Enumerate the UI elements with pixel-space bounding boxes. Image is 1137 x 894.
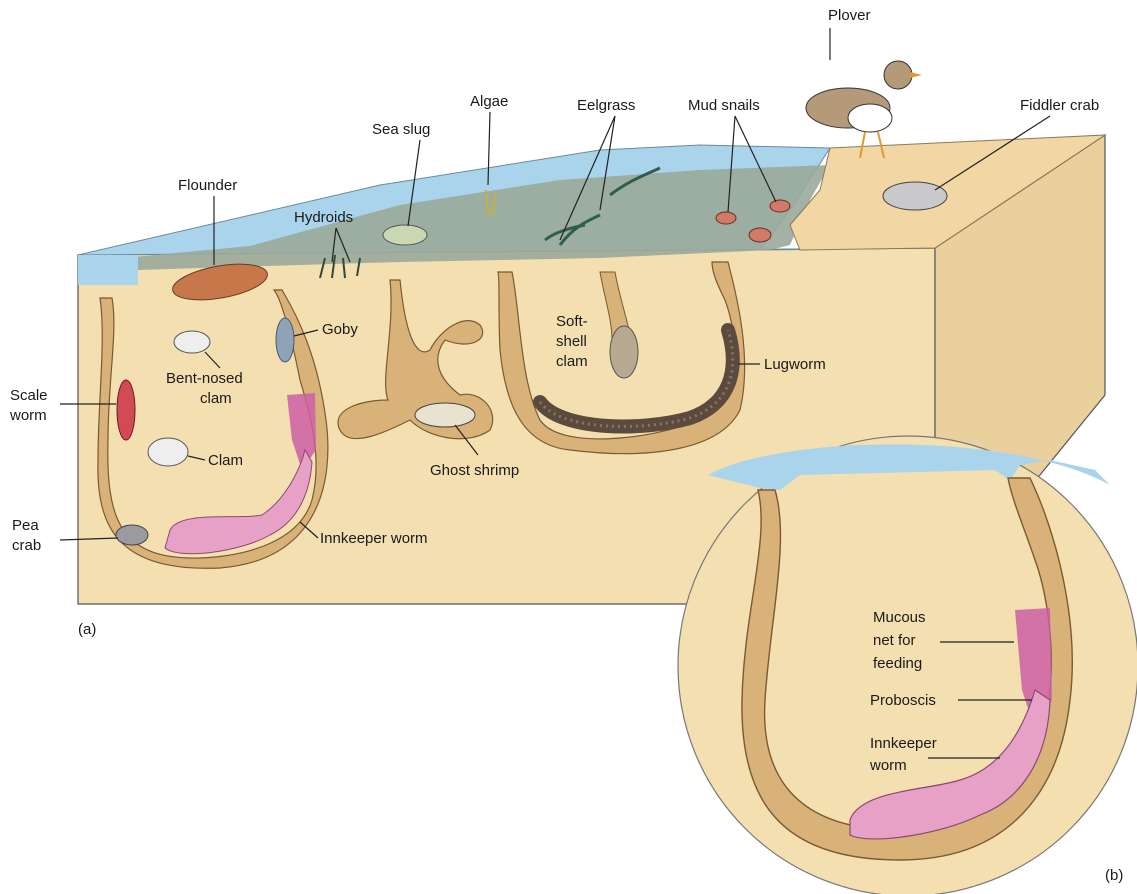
- label-mud-snails: Mud snails: [688, 97, 760, 114]
- label-soft-shell-clam-2: shell: [556, 333, 587, 350]
- label-plover: Plover: [828, 7, 871, 24]
- goby-shape: [276, 318, 294, 362]
- inset-label-innkeeper-worm-1: Innkeeper: [870, 735, 937, 752]
- label-bent-nosed-clam-1: Bent-nosed: [166, 370, 243, 387]
- label-clam: Clam: [208, 452, 243, 469]
- label-goby: Goby: [322, 321, 358, 338]
- label-algae: Algae: [470, 93, 508, 110]
- inset-label-mucous-net-3: feeding: [873, 655, 922, 672]
- label-fiddler-crab: Fiddler crab: [1020, 97, 1099, 114]
- inset-label-proboscis: Proboscis: [870, 692, 936, 709]
- label-eelgrass: Eelgrass: [577, 97, 635, 114]
- inset-label-innkeeper-worm-2: worm: [869, 757, 907, 774]
- label-innkeeper-worm: Innkeeper worm: [320, 530, 428, 547]
- label-scale-worm-1: Scale: [10, 387, 48, 404]
- panel-label-b: (b): [1105, 867, 1123, 884]
- label-scale-worm-2: worm: [9, 407, 47, 424]
- label-pea-crab-2: crab: [12, 537, 41, 554]
- label-hydroids: Hydroids: [294, 209, 353, 226]
- label-bent-nosed-clam-2: clam: [200, 390, 232, 407]
- label-sea-slug: Sea slug: [372, 121, 430, 138]
- water-front-edge: [78, 255, 138, 285]
- pea-crab-shape: [116, 525, 148, 545]
- label-pea-crab-1: Pea: [12, 517, 39, 534]
- ghost-shrimp-shape: [415, 403, 475, 427]
- sea-slug-shape: [383, 225, 427, 245]
- label-soft-shell-clam-3: clam: [556, 353, 588, 370]
- clam-shape: [148, 438, 188, 466]
- inset-label-mucous-net-1: Mucous: [873, 609, 926, 626]
- label-lugworm: Lugworm: [764, 356, 826, 373]
- bent-nosed-clam-shape: [174, 331, 210, 353]
- panel-label-a: (a): [78, 621, 96, 638]
- inset-label-mucous-net-2: net for: [873, 632, 916, 649]
- label-flounder: Flounder: [178, 177, 237, 194]
- label-ghost-shrimp: Ghost shrimp: [430, 462, 519, 479]
- plover-bird: [806, 61, 922, 158]
- soft-shell-clam: [610, 326, 638, 378]
- fiddler-crab-shape: [883, 182, 947, 210]
- label-soft-shell-clam-1: Soft-: [556, 313, 588, 330]
- scale-worm-shape: [117, 380, 135, 440]
